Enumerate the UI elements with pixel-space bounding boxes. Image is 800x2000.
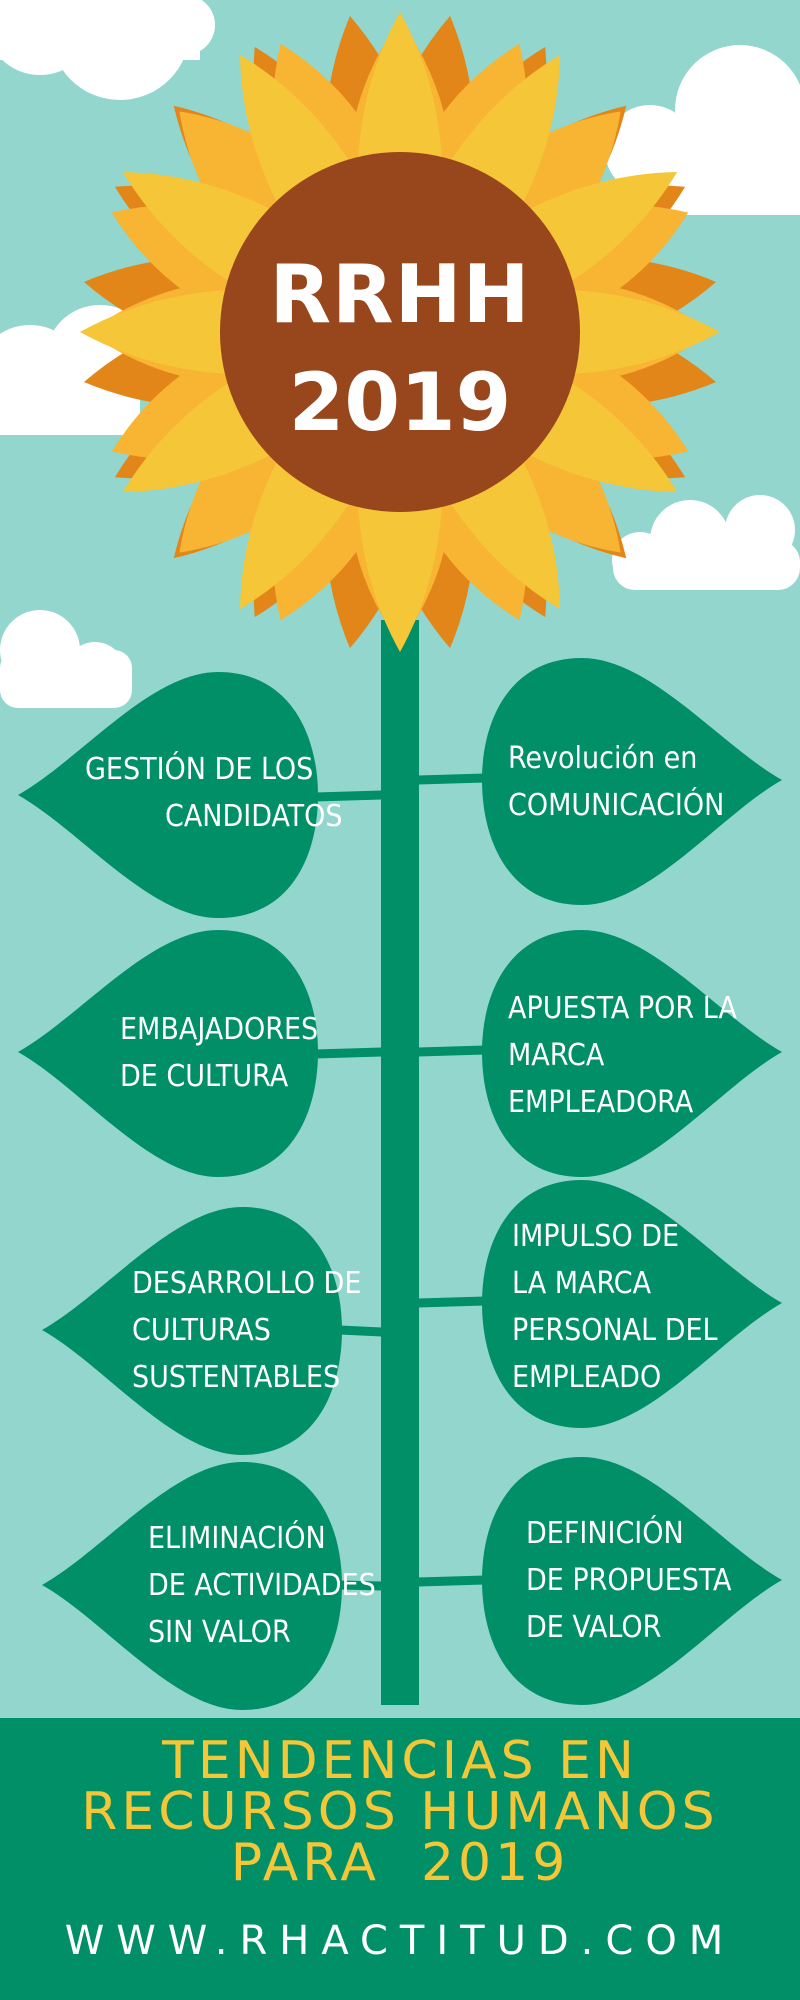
leaf-2-line: Revolución en [508, 741, 698, 776]
leaf-1-text: GESTIÓN DE LOS CANDIDATOS [85, 746, 343, 840]
leaf-4-line: APUESTA POR LA [508, 991, 737, 1026]
leaf-8-line: DE VALOR [526, 1610, 662, 1645]
leaf-8-shape [482, 1457, 782, 1705]
petal [357, 12, 443, 182]
leaf-5-line: SUSTENTABLES [132, 1360, 341, 1395]
footer-title-line: RECURSOS HUMANOS [81, 1782, 719, 1842]
petal [80, 289, 250, 375]
leaf-6-line: IMPULSO DE [512, 1219, 680, 1254]
leaf-2-text: Revolución en COMUNICACIÓN [508, 735, 724, 829]
leaf-3-shape [18, 930, 318, 1177]
footer-title: TENDENCIAS EN RECURSOS HUMANOS PARA 2019 [0, 1731, 800, 1893]
leaf-6-line: PERSONAL DEL [512, 1313, 718, 1348]
leaf-8-text: DEFINICIÓN DE PROPUESTA DE VALOR [526, 1510, 732, 1651]
leaf-6-line: LA MARCA [512, 1266, 652, 1301]
leaf-5-line: DESARROLLO DE [132, 1266, 362, 1301]
footer-title-line: PARA 2019 [230, 1833, 570, 1893]
leaf-4-line: MARCA [508, 1038, 605, 1073]
leaf-3-text: EMBAJADORES DE CULTURA [120, 1006, 318, 1100]
footer-title-line: TENDENCIAS EN [162, 1731, 638, 1791]
leaf-1-line: GESTIÓN DE LOS [85, 752, 314, 787]
sunflower-year: 2019 [288, 356, 512, 449]
leaf-8-line: DEFINICIÓN [526, 1516, 684, 1551]
leaf-7-line: ELIMINACIÓN [148, 1521, 326, 1556]
leaf-1-shape [18, 672, 318, 918]
leaf-6-shape [482, 1180, 782, 1428]
leaf-6-line: EMPLEADO [512, 1360, 662, 1395]
leaf-2-line: COMUNICACIÓN [508, 788, 725, 823]
leaf-3-line: DE CULTURA [120, 1059, 289, 1094]
cloud-lower-left [0, 610, 132, 708]
leaf-7-line: SIN VALOR [148, 1615, 291, 1650]
petal [357, 482, 443, 652]
leaf-7-shape [42, 1462, 342, 1710]
footer-banner [0, 1718, 800, 2000]
leaf-2-shape [482, 658, 782, 905]
leaf-7-text: ELIMINACIÓN DE ACTIVIDADES SIN VALOR [148, 1515, 376, 1656]
leaf-6-text: IMPULSO DE LA MARCA PERSONAL DEL EMPLEAD… [512, 1213, 718, 1401]
leaf-4-shape [482, 930, 782, 1177]
footer-website-link[interactable]: WWW.RHACTITUD.COM [64, 1918, 736, 1964]
sunflower-title: RRHH [269, 248, 531, 341]
leaf-5-shape [42, 1207, 342, 1455]
leaf-7-line: DE ACTIVIDADES [148, 1568, 376, 1603]
stem [381, 620, 419, 1705]
petal-ring-inner [80, 12, 720, 652]
cloud-mid-right [612, 495, 800, 590]
leaf-3-line: EMBAJADORES [120, 1012, 319, 1047]
leaf-4-line: EMPLEADORA [508, 1085, 694, 1120]
leaf-1-line: CANDIDATOS [165, 799, 343, 834]
sunflower-center [220, 152, 580, 512]
leaf-stems [314, 773, 486, 1591]
petal [550, 289, 720, 375]
cloud-top-left [0, 0, 215, 100]
leaf-8-line: DE PROPUESTA [526, 1563, 732, 1598]
leaf-5-text: DESARROLLO DE CULTURAS SUSTENTABLES [132, 1260, 361, 1401]
leaf-4-text: APUESTA POR LA MARCA EMPLEADORA [508, 985, 737, 1126]
leaf-5-line: CULTURAS [132, 1313, 271, 1348]
